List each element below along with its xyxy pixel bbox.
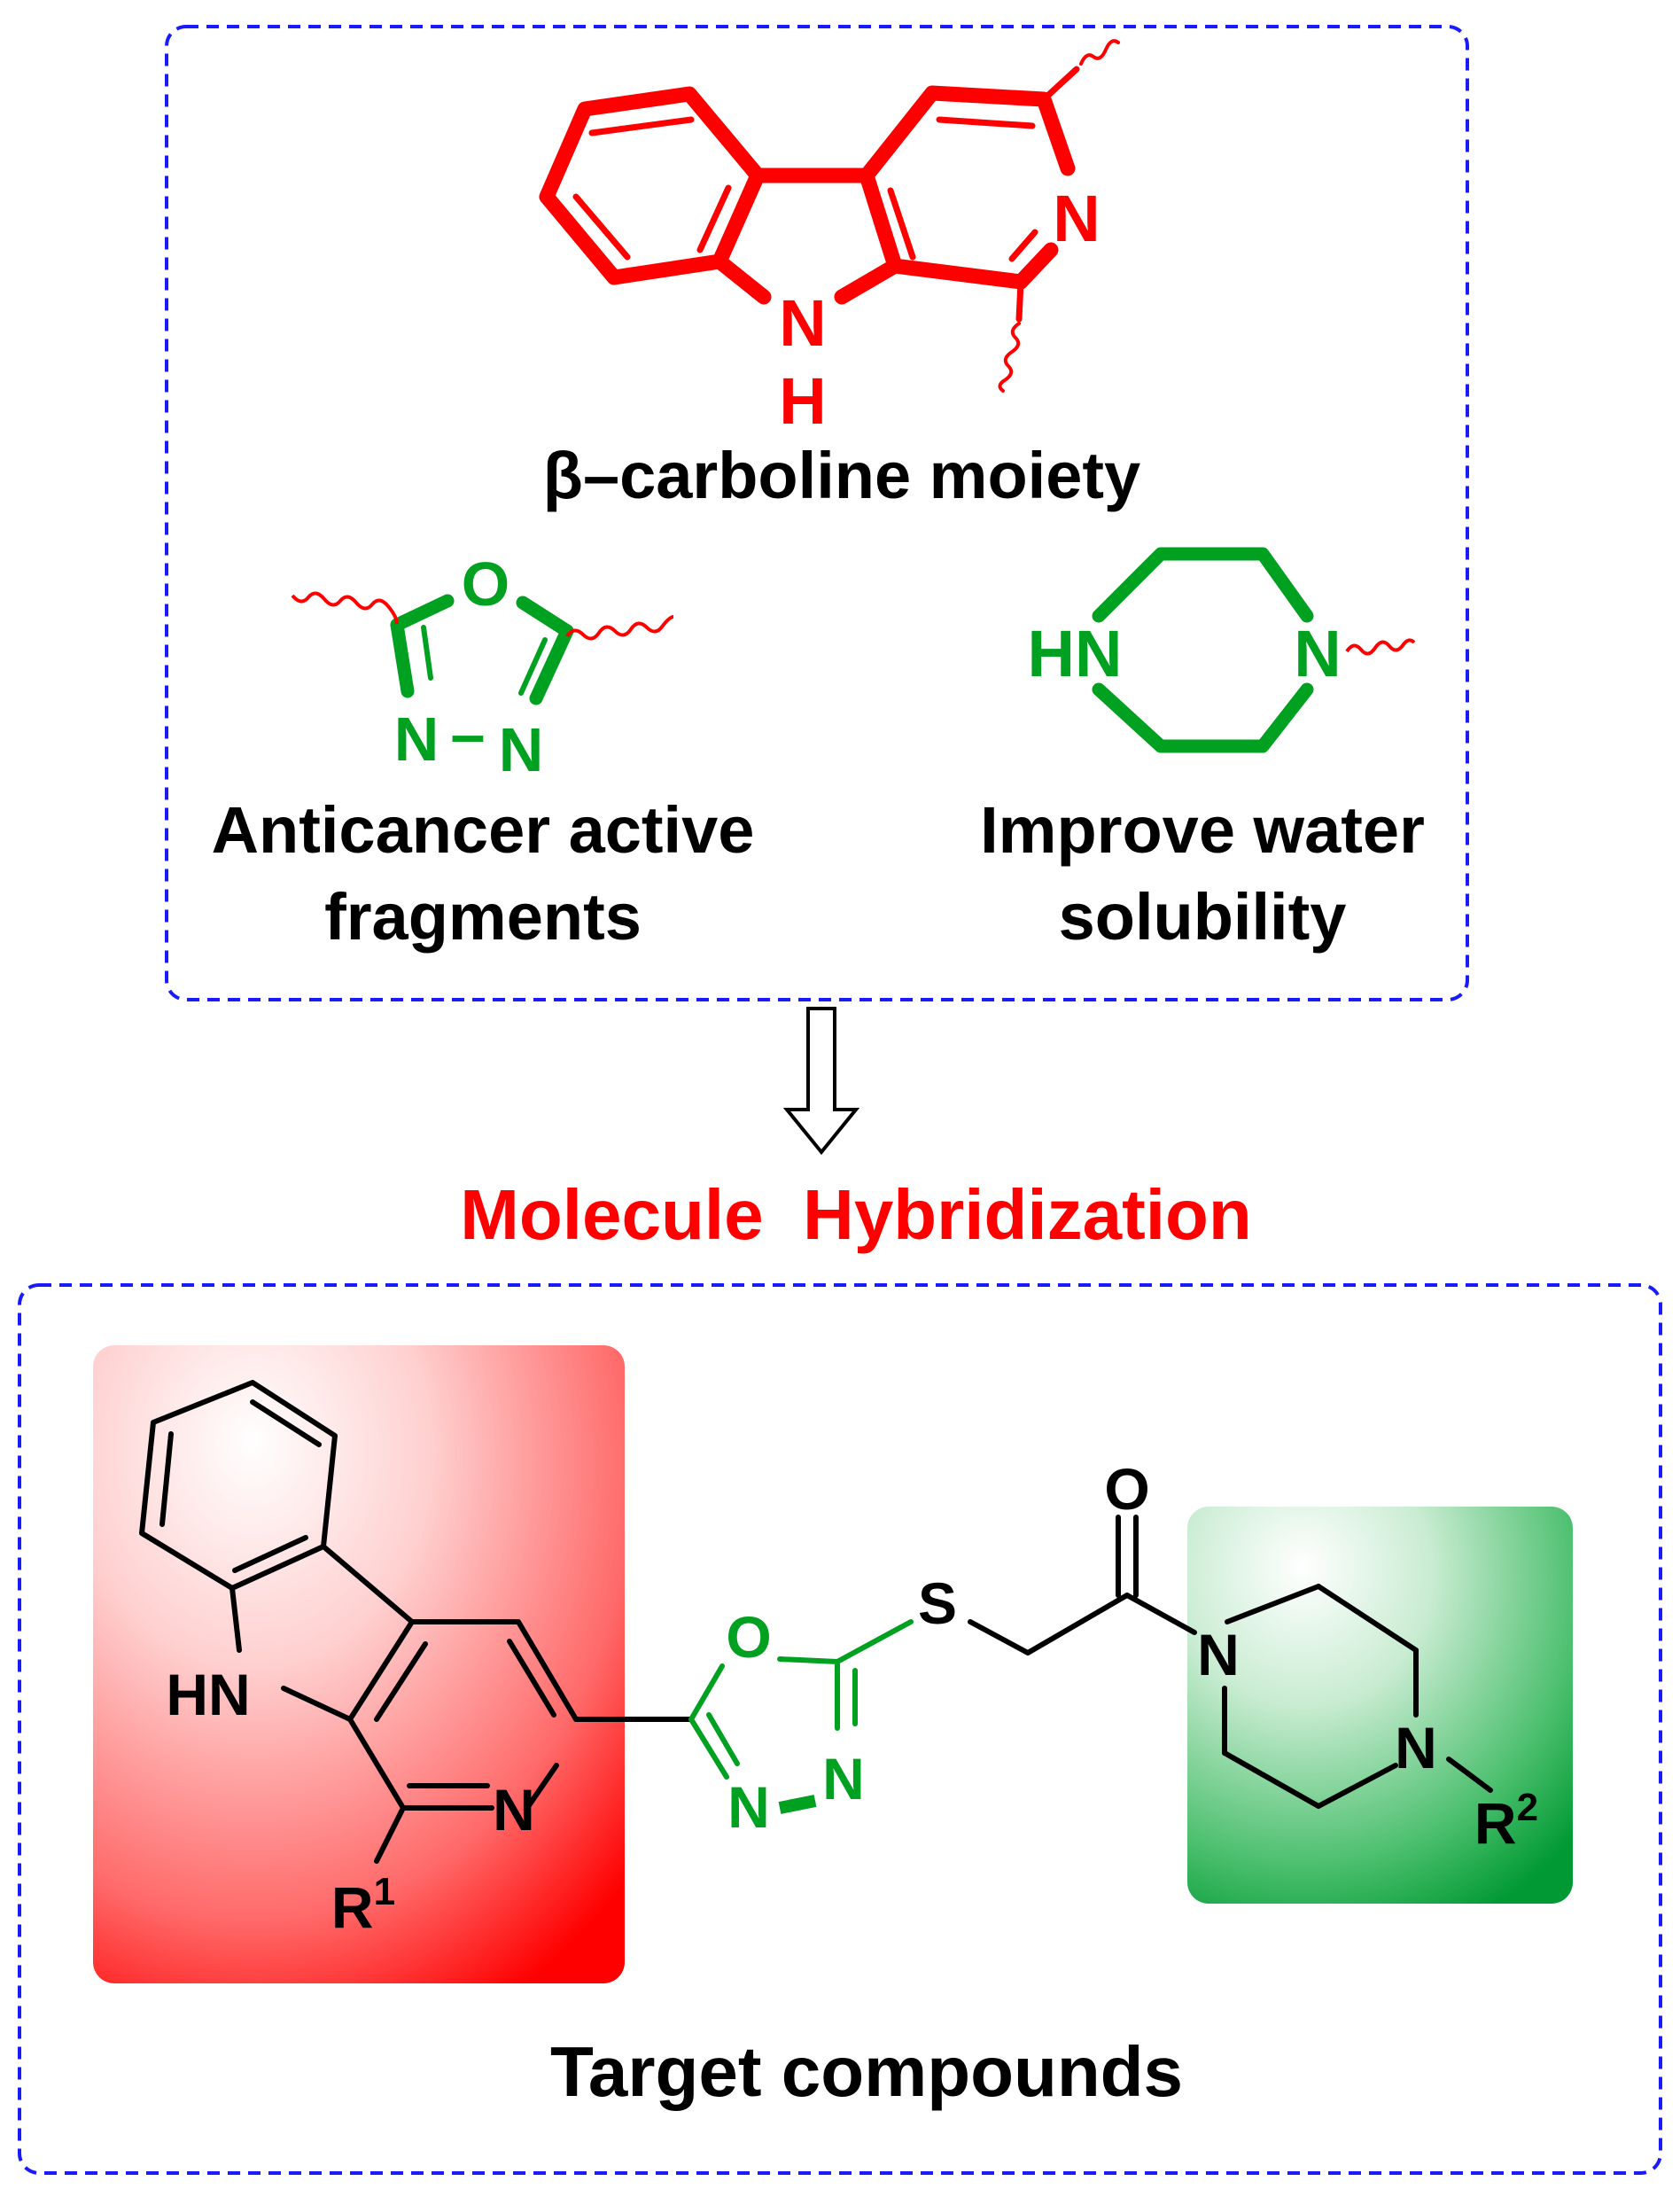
piperazine-highlight-box [1187, 1507, 1573, 1904]
oxadiazole-caption-line2: fragments [324, 880, 642, 954]
target-carboline-skeleton [139, 1380, 1493, 1864]
target-atom-n-ox1: N [727, 1774, 770, 1840]
target-r1-base: R [331, 1874, 374, 1940]
piperazine-atom-n: N [1294, 617, 1341, 690]
piperazine-caption-line2: solubility [1059, 880, 1347, 954]
top-panel-frame [165, 25, 1469, 1001]
target-atom-o-carbonyl: O [1104, 1456, 1149, 1522]
oxadiazole-wavy-bonds [291, 591, 674, 641]
target-r1-superscript: 1 [374, 1870, 395, 1913]
beta-carboline-structure [539, 39, 1120, 393]
oxadiazole-caption-line1: Anticancer active [212, 793, 755, 867]
oxadiazole-atom-n1: N [394, 705, 439, 774]
oxadiazole-structure [390, 594, 574, 705]
piperazine-structure [1092, 547, 1314, 753]
target-atom-n-pip1: N [1197, 1622, 1240, 1687]
oxadiazole-atom-n2: N [499, 715, 544, 784]
target-atom-s: S [918, 1570, 957, 1636]
beta-carboline-caption: β–carboline moiety [543, 439, 1140, 512]
target-oxadiazole-nn-bond [778, 1795, 817, 1814]
piperazine-wavy-bond [1345, 638, 1416, 656]
piperazine-caption-line1: Improve water [980, 793, 1425, 867]
target-oxadiazole-skeleton [688, 1619, 914, 1780]
oxadiazole-bond-dash: – [451, 699, 486, 768]
target-atom-n-ox2: N [822, 1746, 865, 1811]
target-compounds-caption: Target compounds [550, 2032, 1183, 2111]
target-atom-n-pyridine: N [493, 1777, 535, 1842]
molecule-hybridization-label: Molecule Hybridization [460, 1175, 1251, 1254]
target-r2-base: R [1474, 1790, 1517, 1856]
atom-n-pyridine-top: N [1053, 182, 1100, 255]
target-atom-hn: HN [166, 1662, 250, 1727]
bottom-panel-frame [18, 1283, 1662, 2175]
hollow-down-arrow [782, 1007, 860, 1156]
target-atom-n-pip2: N [1395, 1715, 1437, 1780]
oxadiazole-atom-o: O [462, 549, 509, 619]
target-r1-label: R1 [331, 1870, 395, 1940]
target-r2-superscript: 2 [1517, 1786, 1538, 1829]
piperazine-atom-hn: HN [1028, 617, 1123, 690]
atom-n-indole-top: N [779, 286, 826, 360]
atom-h-indole-top: H [779, 364, 826, 438]
carboline-highlight-box [93, 1345, 625, 1983]
target-r2-label: R2 [1474, 1786, 1538, 1856]
target-atom-o-oxadiazole: O [726, 1604, 771, 1670]
